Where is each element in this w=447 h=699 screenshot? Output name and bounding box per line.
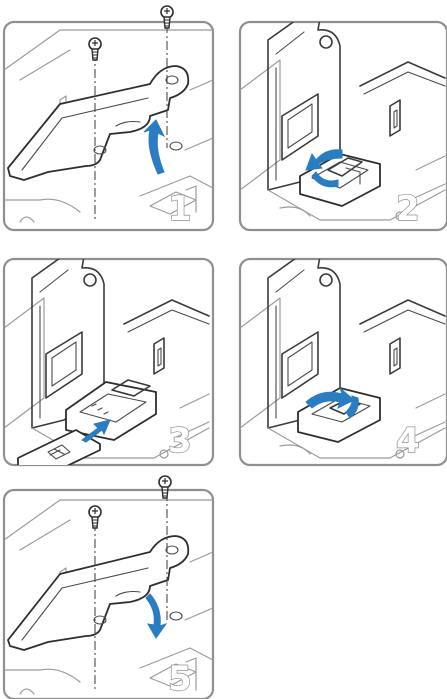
step-4-panel: 4 bbox=[240, 248, 447, 465]
step-number: 4 bbox=[396, 421, 420, 461]
step-2-panel: 2 bbox=[240, 10, 447, 230]
step-number: 3 bbox=[168, 421, 192, 461]
step-3-panel: 3 bbox=[4, 248, 213, 478]
step-number: 5 bbox=[168, 659, 192, 699]
step-number: 1 bbox=[168, 189, 192, 229]
step-1-panel: 1 bbox=[4, 6, 213, 230]
step-number: 2 bbox=[396, 189, 420, 229]
step-5-panel: 5 bbox=[4, 476, 213, 699]
